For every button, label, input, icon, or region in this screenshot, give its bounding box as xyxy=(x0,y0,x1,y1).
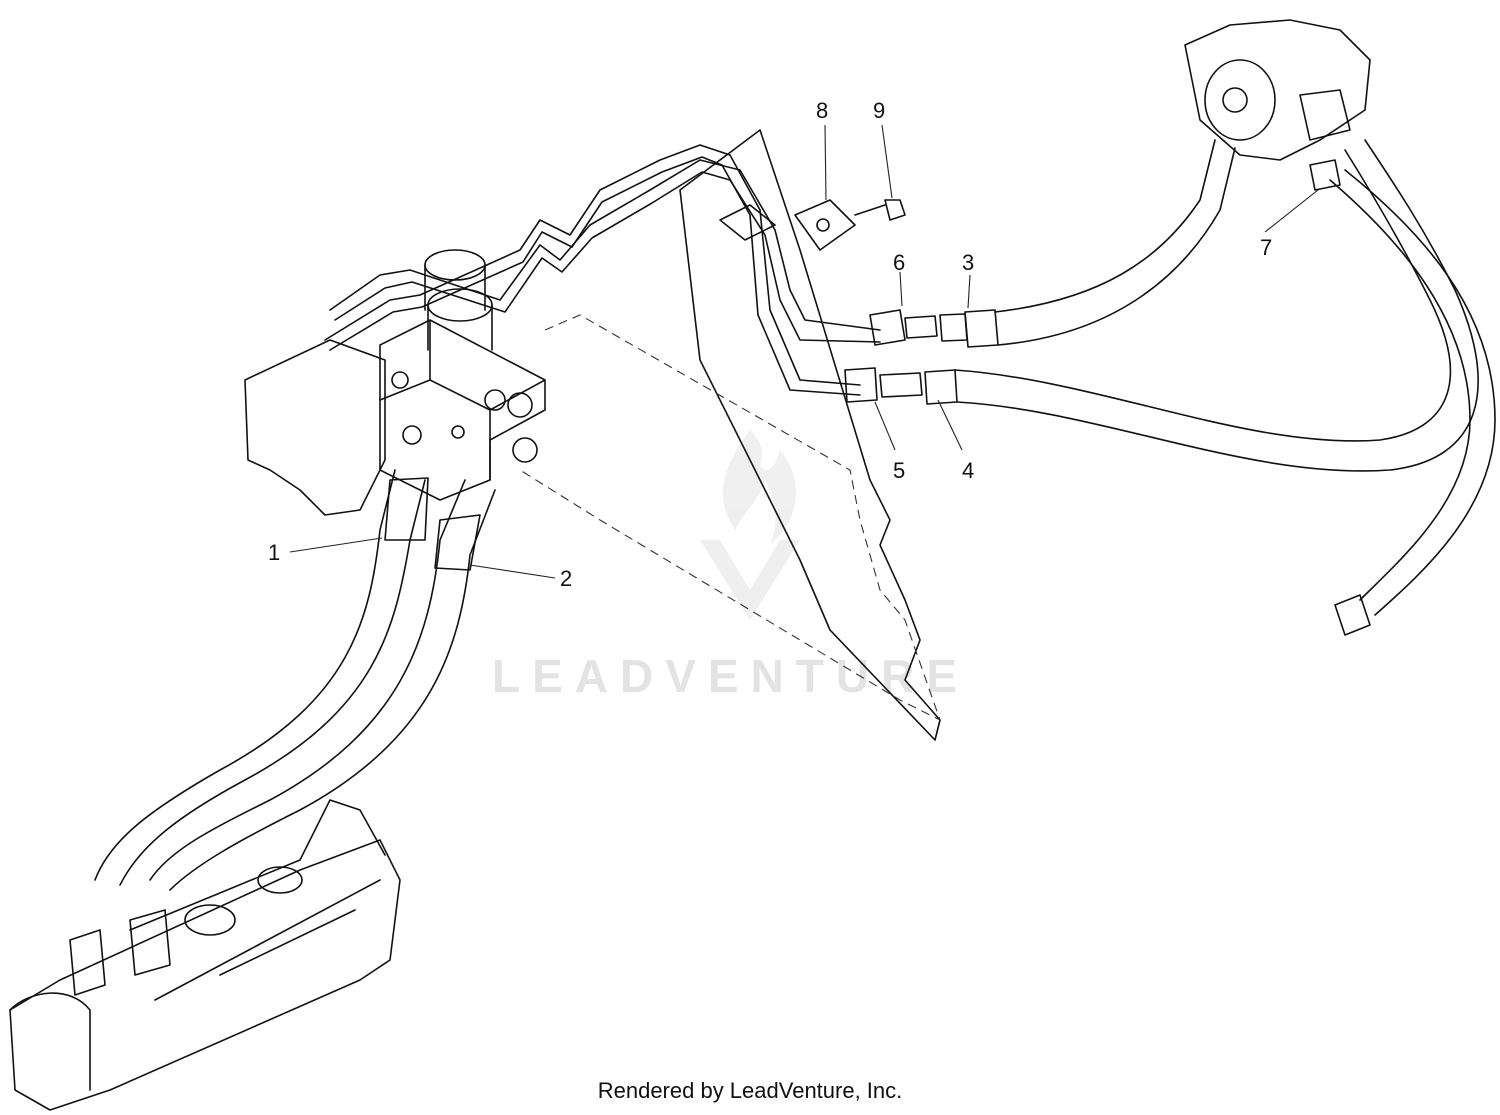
callout-3: 3 xyxy=(962,250,974,275)
fittings-upper xyxy=(844,309,999,405)
hydraulic-motor xyxy=(9,799,401,1111)
hose-2 xyxy=(149,479,496,891)
callout-4: 4 xyxy=(962,458,974,483)
tube-clip xyxy=(719,204,776,241)
callout-5: 5 xyxy=(893,458,905,483)
callout-7: 7 xyxy=(1260,235,1272,260)
hose-3 xyxy=(994,139,1236,346)
hydraulic-pump xyxy=(1184,19,1371,191)
callout-2: 2 xyxy=(560,566,572,591)
hose-1 xyxy=(94,469,429,886)
bolt-part xyxy=(854,199,906,221)
callout-8: 8 xyxy=(816,98,828,123)
leader-lines xyxy=(289,124,1319,579)
left-bracket xyxy=(244,339,386,516)
clamp-part xyxy=(794,199,856,251)
callout-9: 9 xyxy=(873,98,885,123)
hose-4 xyxy=(954,139,1479,472)
watermark-text: LEADVENTURE xyxy=(492,650,969,702)
steel-tubes xyxy=(324,144,881,396)
footer-credit: Rendered by LeadVenture, Inc. xyxy=(597,1078,903,1103)
mounting-plate xyxy=(679,129,941,741)
callout-6: 6 xyxy=(893,250,905,275)
hose-7 xyxy=(1329,169,1496,636)
callout-1: 1 xyxy=(268,540,280,565)
